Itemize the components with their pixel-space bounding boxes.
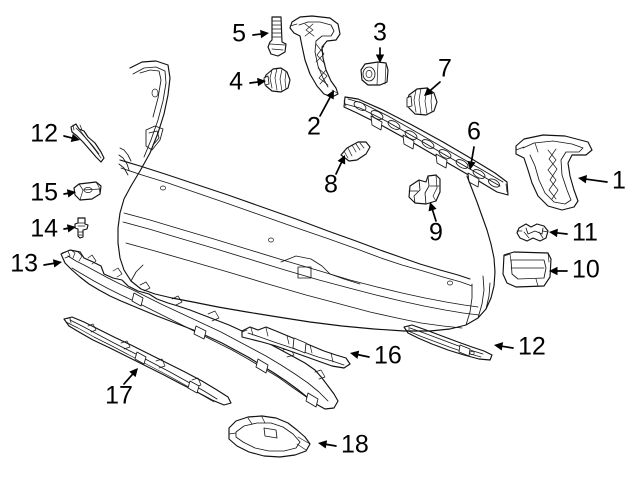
leader-arrowhead xyxy=(428,202,437,212)
part-spring-clip-nut xyxy=(73,181,102,201)
part-bumper-side-bracket-right xyxy=(515,134,593,211)
callout-11-bracket-clip-nut: 11 xyxy=(549,219,598,247)
callout-number-13: 13 xyxy=(10,250,38,278)
leader-line xyxy=(319,96,331,117)
leader-line xyxy=(335,161,343,175)
callout-10-side-mount-retainer: 10 xyxy=(549,256,600,284)
callout-number-6: 6 xyxy=(467,118,481,146)
part-hex-flange-bolt-lower xyxy=(340,141,371,162)
callout-number-2: 2 xyxy=(307,113,321,141)
leader-arrowhead xyxy=(375,54,385,63)
callout-13-lower-valance-panel: 13 xyxy=(10,250,62,278)
callout-number-16: 16 xyxy=(374,342,402,370)
part-bumper-side-support-bracket-left xyxy=(289,15,341,98)
leader-arrowhead xyxy=(494,342,504,351)
leader-arrowhead xyxy=(326,90,334,100)
callout-number-18: 18 xyxy=(341,431,369,459)
part-tow-hook-cap-plug xyxy=(406,87,438,116)
leader-arrowhead xyxy=(318,440,328,449)
part-energy-absorber-bracket xyxy=(408,174,441,205)
leader-line xyxy=(63,192,69,195)
callout-number-7: 7 xyxy=(438,55,452,83)
leader-arrowhead xyxy=(549,228,558,238)
callout-number-1: 1 xyxy=(612,167,626,195)
leader-line xyxy=(43,262,55,266)
callout-12-bumper-molding-strip-left: 12 xyxy=(30,120,80,148)
leader-line xyxy=(431,209,437,222)
callout-number-12: 12 xyxy=(30,120,58,148)
callout-9-energy-absorber-bracket: 9 xyxy=(428,202,443,247)
leader-line xyxy=(252,33,262,36)
callout-number-3: 3 xyxy=(373,19,387,47)
leader-arrowhead xyxy=(350,350,360,359)
part-rear-bumper-cover-main-body xyxy=(117,60,496,332)
leader-line xyxy=(63,135,73,139)
callout-number-12: 12 xyxy=(518,333,546,361)
leader-line xyxy=(63,227,69,230)
part-lower-trim-molding xyxy=(63,316,232,406)
leader-arrowhead xyxy=(467,160,476,170)
leader-arrowhead xyxy=(578,175,587,184)
callout-number-10: 10 xyxy=(572,256,600,284)
leader-arrowhead xyxy=(66,189,76,198)
callout-number-8: 8 xyxy=(324,171,338,199)
leader-arrowhead xyxy=(257,77,266,87)
callout-15-spring-clip-nut: 15 xyxy=(30,179,76,207)
part-impact-reinforcement-bar xyxy=(343,96,509,196)
callout-8-hex-flange-bolt-lower: 8 xyxy=(324,155,346,199)
leader-arrowhead xyxy=(70,133,80,143)
callout-18-exhaust-tip-surround: 18 xyxy=(318,431,369,459)
callout-1-bumper-side-bracket-right: 1 xyxy=(578,167,626,195)
leader-line xyxy=(429,81,441,92)
leader-arrowhead xyxy=(549,266,558,276)
part-park-assist-sensor xyxy=(360,61,389,86)
leader-line xyxy=(585,178,608,183)
callout-16-lower-center-bracket: 16 xyxy=(350,342,402,370)
part-hex-flange-bolt-upper xyxy=(267,16,287,57)
callout-5-hex-flange-bolt-upper: 5 xyxy=(232,20,269,48)
part-lower-center-bracket xyxy=(241,326,351,369)
part-retainer-grommet xyxy=(263,67,291,93)
part-bumper-molding-strip-left xyxy=(70,123,105,163)
leader-line xyxy=(556,232,568,235)
leader-line xyxy=(325,443,337,447)
part-bracket-clip-nut xyxy=(516,223,549,242)
callout-number-11: 11 xyxy=(572,219,598,247)
callout-17-lower-trim-molding: 17 xyxy=(105,368,138,410)
leader-line xyxy=(123,373,134,385)
leader-line xyxy=(501,345,514,349)
leader-arrowhead xyxy=(337,155,346,165)
callout-12-bumper-molding-strip-right: 12 xyxy=(494,333,546,361)
callout-3-park-assist-sensor: 3 xyxy=(373,19,387,63)
callout-4-retainer-grommet: 4 xyxy=(229,68,266,96)
leader-arrowhead xyxy=(260,29,269,39)
part-bumper-molding-strip-right xyxy=(403,324,493,361)
callout-7-tow-hook-cap-plug: 7 xyxy=(424,55,452,96)
leader-arrowhead xyxy=(52,259,62,268)
callout-6-impact-reinforcement-bar: 6 xyxy=(467,118,481,170)
part-exhaust-tip-surround xyxy=(228,415,311,458)
callout-number-5: 5 xyxy=(232,20,246,48)
part-side-mount-retainer xyxy=(502,251,552,288)
callout-number-14: 14 xyxy=(30,215,58,243)
callout-number-4: 4 xyxy=(229,68,243,96)
callout-number-15: 15 xyxy=(30,179,58,207)
leader-line xyxy=(470,146,475,163)
leader-arrowhead xyxy=(66,224,76,233)
leader-arrowhead xyxy=(129,368,138,378)
leader-line xyxy=(357,353,370,358)
callout-14-tapping-screw: 14 xyxy=(30,215,76,243)
callout-number-9: 9 xyxy=(429,219,443,247)
leader-arrowhead xyxy=(424,87,434,96)
callout-number-17: 17 xyxy=(105,382,133,410)
part-tapping-screw xyxy=(74,217,89,239)
callout-2-bumper-side-support-bracket-left: 2 xyxy=(307,90,334,141)
leader-line xyxy=(249,81,259,84)
